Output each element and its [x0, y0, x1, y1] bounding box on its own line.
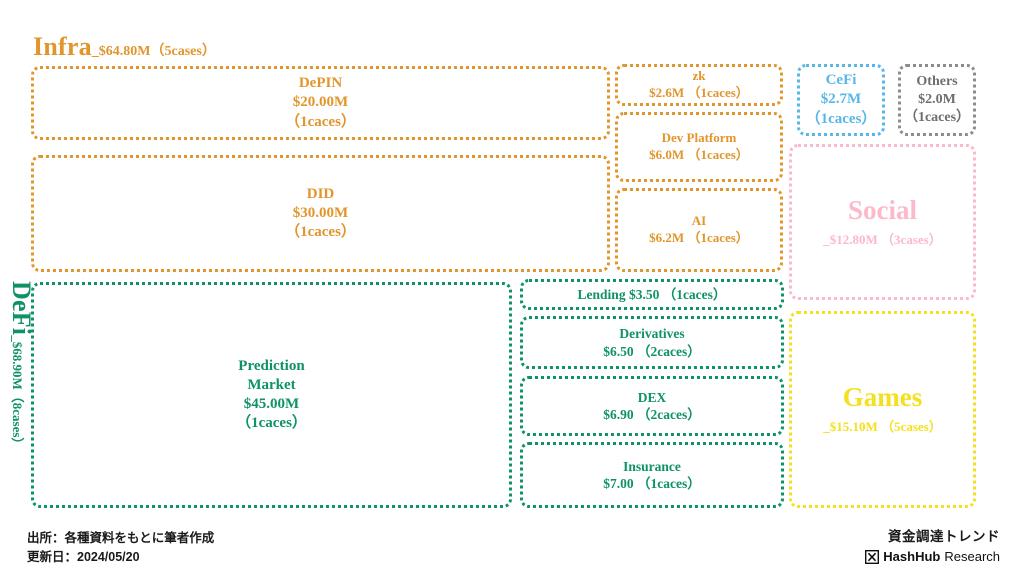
tile-dev-platform-label: Dev Platform [661, 130, 737, 146]
tile-insurance[interactable]: Insurance $7.00 （1caces） [520, 442, 784, 508]
tile-depin-amount: $20.00M [292, 94, 349, 111]
tile-did-amount: $30.00M [292, 204, 349, 221]
tile-prediction-market-cases: （1caces） [236, 415, 307, 432]
tile-others-amount: $2.0M [918, 92, 956, 108]
tile-social-label: Social [847, 194, 917, 225]
brand-name: HashHub [883, 549, 941, 564]
tile-lending-label: Lending $3.50 （1caces） [577, 286, 727, 302]
footer-source-line: 出所：各種資料をもとに筆者作成 [27, 531, 215, 545]
tile-dev-platform-amount: $6.0M （1caces） [649, 147, 749, 162]
tile-did-label: DID [306, 185, 335, 202]
group-cases-infra: （5cases） [150, 44, 216, 59]
tile-depin-cases: （1caces） [285, 113, 356, 130]
tile-zk-amount: $2.6M （1caces） [649, 85, 749, 100]
group-label-infra: Infra_$64.80M（5cases） [33, 32, 216, 62]
tile-depin-label: DePIN [298, 75, 343, 92]
tile-prediction-market-label1: Prediction [238, 357, 305, 374]
tile-others[interactable]: Others $2.0M （1caces） [898, 64, 976, 136]
brand-lockup: HashHub Research [865, 549, 1000, 564]
tile-derivatives-label: Derivatives [619, 326, 685, 342]
tile-derivatives[interactable]: Derivatives $6.50 （2caces） [520, 316, 784, 369]
footer-source: 出所：各種資料をもとに筆者作成 更新日：2024/05/20 [27, 529, 214, 568]
group-name-infra: Infra [33, 32, 92, 61]
tile-others-label: Others [916, 74, 958, 90]
tile-dex-amount: $6.90 （2caces） [603, 407, 701, 422]
tile-dex-label: DEX [637, 389, 667, 405]
tile-cefi[interactable]: CeFi $2.7M （1caces） [797, 64, 885, 136]
tile-prediction-market-amount: $45.00M [243, 396, 300, 412]
tile-games[interactable]: Games _$15.10M （5cases） [789, 311, 976, 508]
tile-games-label: Games [842, 382, 923, 413]
tile-insurance-amount: $7.00 （1caces） [603, 476, 701, 491]
group-amount-infra: _$64.80M [91, 44, 151, 59]
tile-social[interactable]: Social _$12.80M （3cases） [789, 144, 976, 300]
tile-cefi-amount: $2.7M [820, 91, 862, 108]
tile-derivatives-amount: $6.50 （2caces） [603, 343, 701, 359]
tile-did[interactable]: DID $30.00M （1caces） [31, 155, 610, 272]
brand-suffix: Research [944, 549, 1000, 564]
tile-insurance-label: Insurance [623, 458, 681, 474]
tile-depin[interactable]: DePIN $20.00M （1caces） [31, 66, 610, 140]
tile-prediction-market-label2: Market [247, 376, 296, 393]
tile-games-amount: _$15.10M （5cases） [823, 419, 942, 435]
tile-lending[interactable]: Lending $3.50 （1caces） [520, 279, 784, 310]
tile-others-cases: （1caces） [903, 109, 971, 125]
tile-did-cases: （1caces） [285, 224, 356, 241]
tile-dex[interactable]: DEX $6.90 （2caces） [520, 376, 784, 436]
tile-cefi-label: CeFi [825, 72, 857, 89]
group-amount-defi: _$68.90M [10, 335, 25, 390]
tile-prediction-market[interactable]: Prediction Market $45.00M （1caces） [31, 282, 512, 508]
footer-updated-line: 更新日：2024/05/20 [27, 550, 140, 565]
tile-zk-label: zk [692, 68, 706, 84]
tile-ai-label: AI [691, 213, 707, 229]
hashhub-x-mark-icon [865, 549, 880, 564]
footer-branding: 資金調達トレンド HashHub Research [865, 525, 1000, 564]
footer-title: 資金調達トレンド [888, 529, 1000, 544]
tile-social-amount: _$12.80M （3cases） [823, 231, 942, 247]
tile-dev-platform[interactable]: Dev Platform $6.0M （1caces） [615, 112, 783, 182]
group-cases-defi: （8cases） [10, 389, 25, 451]
tile-ai[interactable]: AI $6.2M （1caces） [615, 188, 783, 272]
tile-cefi-cases: （1caces） [805, 110, 877, 127]
tile-ai-amount: $6.2M （1caces） [649, 230, 749, 245]
tile-zk[interactable]: zk $2.6M （1caces） [615, 64, 783, 106]
